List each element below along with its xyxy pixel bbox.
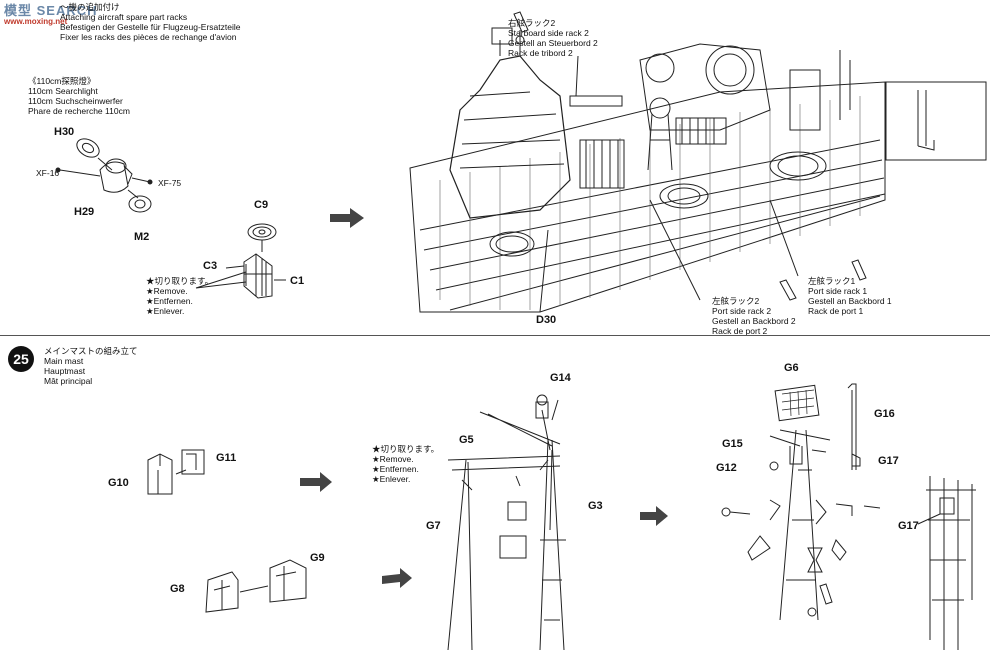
step24-title: 〜機の追加付け Attaching aircraft spare part ra…: [60, 2, 240, 42]
port-rack2-jp: 左舷ラック2: [712, 296, 760, 306]
part-label-g14: G14: [550, 372, 571, 384]
starboard-rack-jp: 右舷ラック2: [508, 18, 556, 28]
starboard-rack-en: Starboard side rack 2: [508, 28, 589, 38]
part-label-g6: G6: [784, 362, 799, 374]
part-label-d30: D30: [536, 314, 557, 326]
step-arrows: [300, 208, 668, 588]
watermark: 模型 SEARCH: [4, 0, 98, 20]
detail-inset-frame: [885, 81, 987, 161]
port-rack2-en: Port side rack 2: [712, 306, 772, 316]
port-rack2-fr: Rack de port 2: [712, 326, 768, 336]
step24-remove-note: ★切り取ります。 ★Remove. ★Entfernen. ★Enlever.: [146, 276, 213, 316]
part-label-g3: G3: [588, 500, 603, 512]
starboard-rack-de: Gestell an Steuerbord 2: [508, 38, 598, 48]
port-rack1-jp: 左舷ラック1: [808, 276, 856, 286]
remove-note-en: ★Remove.: [146, 286, 188, 296]
step25-title-en: Main mast: [44, 356, 84, 366]
starboard-rack-callout: 右舷ラック2 Starboard side rack 2 Gestell an …: [508, 18, 598, 58]
part-label-m2: M2: [134, 231, 150, 243]
part-label-g15: G15: [722, 438, 743, 450]
port-rack1-de: Gestell an Backbord 1: [808, 296, 892, 306]
searchlight-caption: 《110cm探照燈》 110cm Searchlight 110cm Suchs…: [28, 76, 130, 116]
part-label-g8: G8: [170, 583, 185, 595]
part-label-g17b: G17: [898, 520, 919, 532]
remove-note-fr: ★Enlever.: [146, 306, 185, 316]
port-rack1-fr: Rack de port 1: [808, 306, 864, 316]
part-label-g12: G12: [716, 462, 737, 474]
part-label-c3: C3: [203, 260, 218, 272]
searchlight-caption-de: 110cm Suchscheinwerfer: [28, 96, 123, 106]
watermark-text: 模型 SEARCH: [4, 3, 98, 18]
g10-g11-parts-drawing: [147, 449, 205, 495]
step25-remove-note: ★切り取ります。 ★Remove. ★Entfernen. ★Enlever.: [372, 444, 439, 484]
g8-g9-parts-drawing: [205, 559, 307, 613]
remove-note-fr: ★Enlever.: [372, 474, 411, 484]
remove-note-jp: ★切り取ります。: [146, 276, 214, 286]
step25-number: 25: [8, 346, 34, 372]
mast-detail-drawing: [917, 476, 976, 650]
port-rack1-en: Port side rack 1: [808, 286, 868, 296]
part-label-g5: G5: [459, 434, 474, 446]
step24-title-de: Befestigen der Gestelle für Flugzeug-Ers…: [60, 22, 241, 32]
step25-title-de: Hauptmast: [44, 366, 86, 376]
mast-final-drawing: [721, 383, 881, 621]
remove-note-en: ★Remove.: [372, 454, 414, 464]
step25-title-fr: Mât principal: [44, 376, 93, 386]
searchlight-caption-fr: Phare de recherche 110cm: [28, 106, 130, 116]
step24-title-fr: Fixer les racks des pièces de rechange d…: [60, 32, 237, 42]
part-label-g11: G11: [216, 452, 237, 464]
starboard-rack-fr: Rack de tribord 2: [508, 48, 573, 58]
remove-note-jp: ★切り取ります。: [372, 444, 440, 454]
searchlight-caption-en: 110cm Searchlight: [28, 86, 98, 96]
part-label-g16: G16: [874, 408, 895, 420]
step25-title-jp: メインマストの組み立て: [44, 346, 138, 356]
part-label-h30: H30: [54, 126, 75, 138]
port-rack2-de: Gestell an Backbord 2: [712, 316, 796, 326]
step24-title-jp: 〜機の追加付け: [60, 2, 120, 12]
watermark-subtext: www.moxing.net: [4, 17, 68, 26]
ship-deck-drawing: [409, 11, 886, 313]
port-rack1-callout: 左舷ラック1 Port side rack 1 Gestell an Backb…: [808, 276, 892, 316]
part-label-c1: C1: [290, 275, 305, 287]
part-label-g9: G9: [310, 552, 325, 564]
part-label-g10: G10: [108, 477, 129, 489]
remove-note-de: ★Entfernen.: [372, 464, 419, 474]
part-label-h29: H29: [74, 206, 95, 218]
part-label-c9: C9: [254, 199, 269, 211]
step-divider: [0, 335, 990, 336]
paint-label-xf16: XF-16: [36, 168, 60, 178]
detail-inset-drawing: [917, 90, 935, 151]
remove-note-de: ★Entfernen.: [146, 296, 193, 306]
part-label-g17a: G17: [878, 455, 899, 467]
searchlight-caption-jp: 《110cm探照燈》: [28, 76, 96, 86]
part-label-g7: G7: [426, 520, 441, 532]
searchlight-assembly-drawing: [55, 138, 153, 213]
port-rack2-callout: 左舷ラック2 Port side rack 2 Gestell an Backb…: [712, 296, 796, 336]
step24-title-en: Attaching aircraft spare part racks: [60, 12, 188, 22]
step25-title: メインマストの組み立て Main mast Hauptmast Mât prin…: [44, 346, 138, 386]
paint-label-xf75: XF-75: [158, 178, 182, 188]
